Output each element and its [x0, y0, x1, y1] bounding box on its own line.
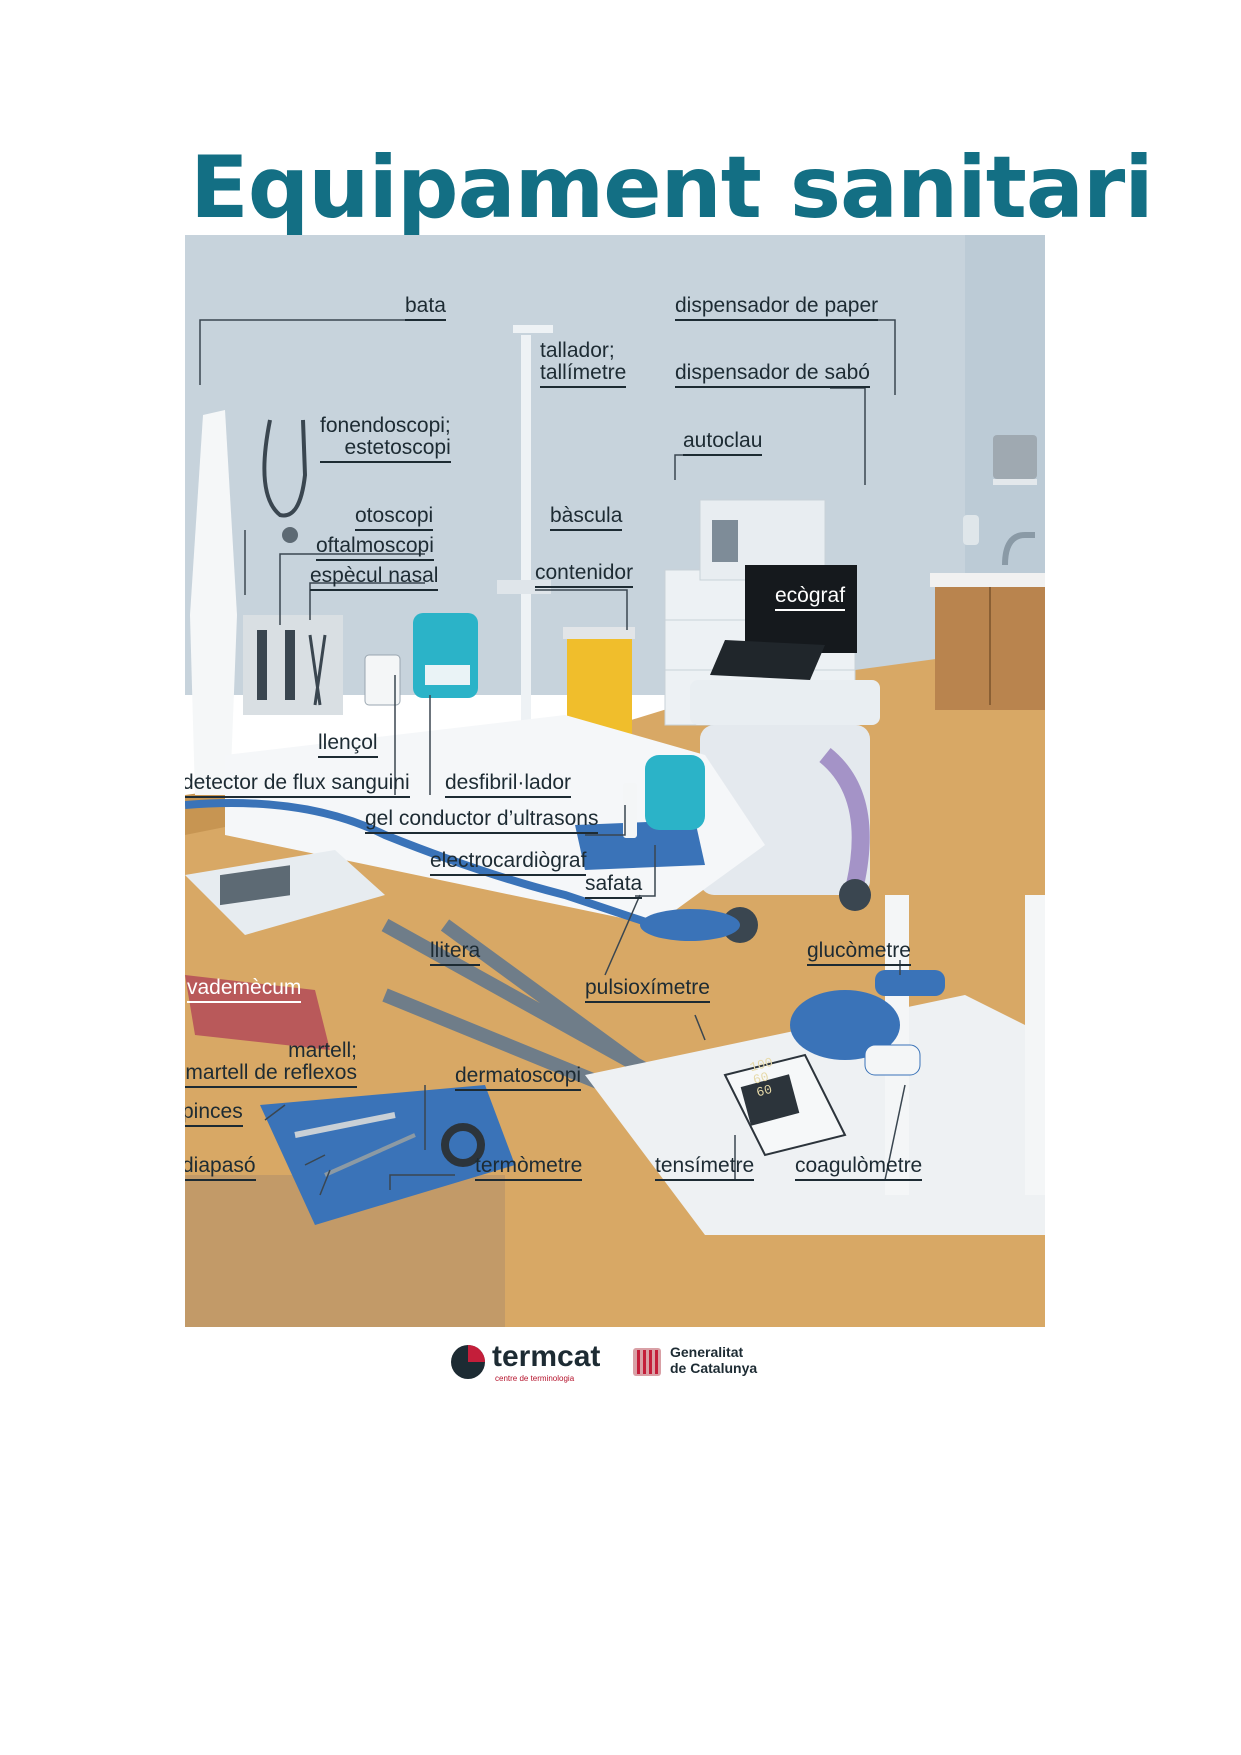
footer-logos: termcat centre de terminologia Generalit…: [450, 1340, 830, 1390]
illustration: bata fonendoscopi; estetoscopi otoscopi …: [185, 235, 1045, 1327]
label-llencol: llençol: [318, 731, 378, 759]
label-electrocardiograf: electrocardiògraf: [430, 849, 587, 877]
label-bascula: bàscula: [550, 504, 623, 532]
label-pinces: pinces: [185, 1100, 243, 1128]
generalitat-line2: de Catalunya: [670, 1360, 758, 1377]
label-autoclau: autoclau: [683, 429, 763, 457]
label-oftalmoscopi: oftalmoscopi: [316, 534, 434, 562]
label-contenidor: contenidor: [535, 561, 634, 589]
label-coagulometre: coagulòmetre: [795, 1154, 923, 1182]
page-title: Equipament sanitari: [190, 138, 1154, 238]
label-fonendoscopi-line2: estetoscopi: [344, 436, 451, 460]
termcat-name: termcat: [492, 1340, 601, 1373]
label-fonendoscopi-line1: fonendoscopi;: [320, 414, 451, 437]
label-dispensador-paper: dispensador de paper: [675, 294, 879, 322]
generalitat-name: Generalitat de Catalunya: [670, 1344, 757, 1376]
label-llitera: llitera: [430, 939, 481, 967]
label-diapaso: diapasó: [185, 1154, 256, 1182]
label-dermatoscopi: dermatoscopi: [455, 1064, 582, 1092]
label-dispensador-sabo: dispensador de sabó: [675, 361, 870, 389]
label-martell: martell; martell de reflexos: [185, 1039, 357, 1089]
label-gel-conductor: gel conductor d’ultrasons: [365, 807, 599, 835]
label-tallador: tallador; tallímetre: [540, 339, 627, 389]
label-martell-line2: martell de reflexos: [185, 1061, 357, 1085]
label-bata: bata: [405, 294, 446, 322]
label-detector-flux: detector de flux sanguini: [185, 771, 410, 799]
termcat-logo-icon: [451, 1345, 485, 1379]
label-tensimetre: tensímetre: [655, 1154, 755, 1182]
label-pulsioximetre: pulsioxímetre: [585, 976, 710, 1004]
label-ecograf: ecògraf: [775, 584, 846, 612]
termcat-subtitle: centre de terminologia: [495, 1374, 575, 1383]
label-tallador-line1: tallador;: [540, 339, 615, 362]
label-glucometre: glucòmetre: [807, 939, 911, 967]
label-safata: safata: [585, 872, 643, 900]
generalitat-line1: Generalitat: [670, 1344, 744, 1360]
clinic-scene: [185, 235, 1045, 1327]
label-desfibrillador: desfibril·lador: [445, 771, 572, 799]
label-otoscopi: otoscopi: [355, 504, 434, 532]
label-tallador-line2: tallímetre: [540, 361, 627, 385]
label-termometre: termòmetre: [475, 1154, 583, 1182]
label-fonendoscopi: fonendoscopi; estetoscopi: [320, 414, 451, 464]
generalitat-logo-icon: [633, 1348, 661, 1376]
label-vademecum: vademècum: [187, 976, 302, 1004]
label-especul-nasal: espècul nasal: [310, 564, 439, 592]
label-martell-line1: martell;: [288, 1039, 357, 1062]
